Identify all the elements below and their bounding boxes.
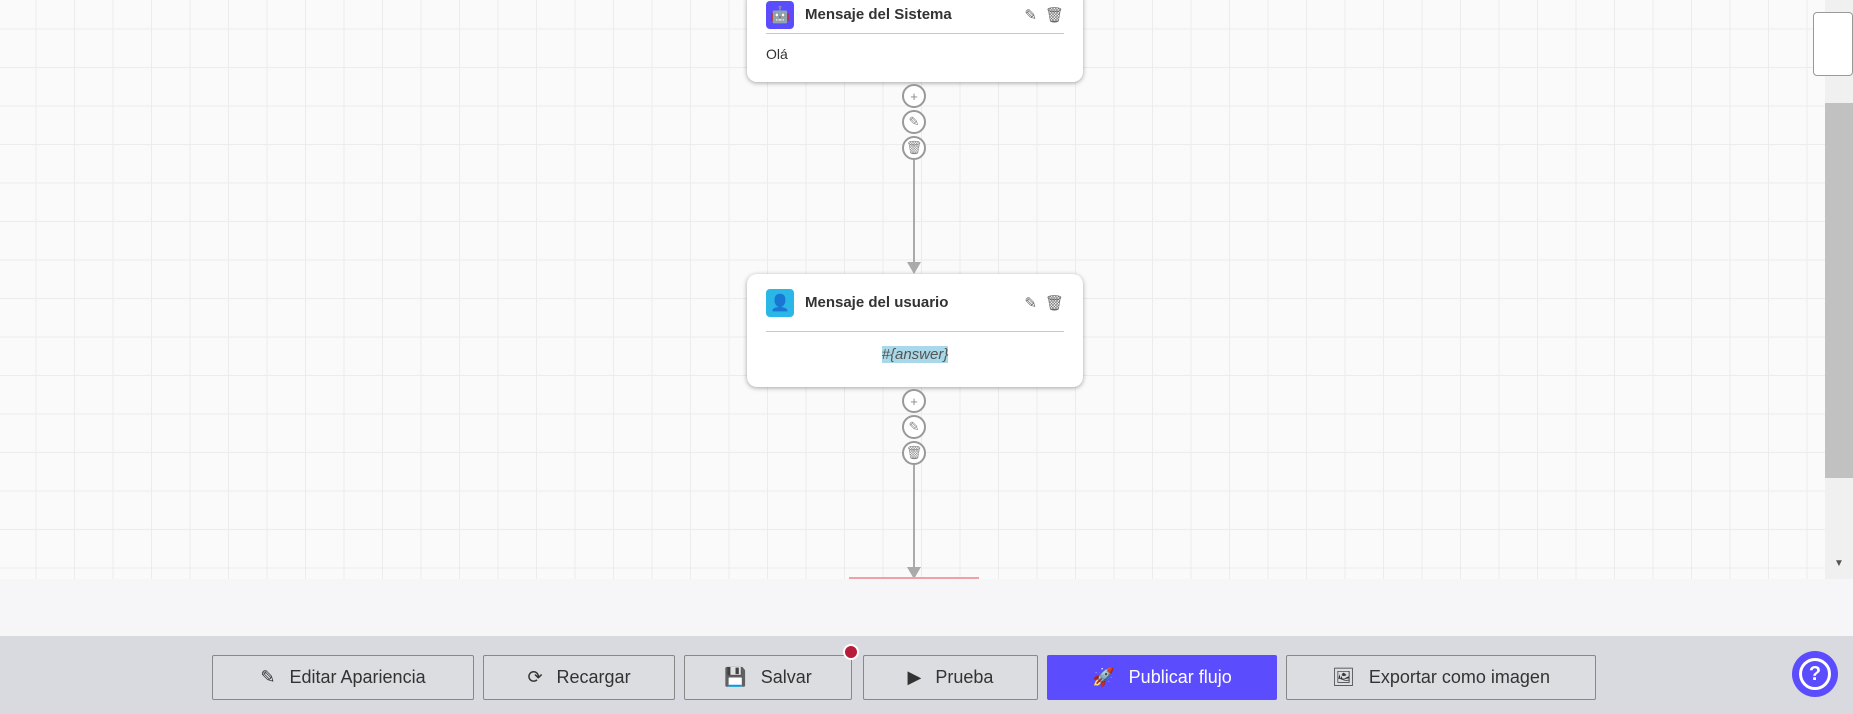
node-system-message[interactable]: 🤖 Mensaje del Sistema ✎ 🗑 Olá — [747, 0, 1083, 82]
rocket-icon: 🚀 — [1092, 667, 1115, 687]
unsaved-indicator — [843, 644, 859, 660]
trash-icon[interactable]: 🗑 — [1044, 6, 1064, 24]
save-button[interactable]: 💾Salvar — [684, 644, 859, 700]
flow-canvas[interactable]: 🤖 Mensaje del Sistema ✎ 🗑 Olá + ✎ 🗑 👤 Me… — [0, 0, 1825, 579]
help-button[interactable]: ? — [1792, 651, 1838, 697]
refresh-icon: ⟳ — [527, 667, 543, 687]
minimap[interactable] — [1813, 12, 1853, 76]
user-icon: 👤 — [766, 288, 794, 317]
add-node-icon[interactable]: + — [902, 84, 926, 108]
arrow-down-icon — [907, 262, 921, 274]
image-icon: 🖼 — [1332, 667, 1355, 687]
test-button[interactable]: ▶Prueba — [863, 655, 1038, 700]
trash-icon[interactable]: 🗑 — [902, 136, 926, 160]
floppy-icon: 💾 — [724, 667, 747, 687]
pencil-icon[interactable]: ✎ — [902, 415, 926, 439]
node-title: Mensaje del usuario — [805, 294, 949, 311]
reload-button[interactable]: ⟳Recargar — [483, 655, 675, 700]
pencil-icon[interactable]: ✎ — [1024, 294, 1037, 312]
trash-icon[interactable]: 🗑 — [1044, 294, 1064, 312]
question-icon: ? — [1799, 658, 1831, 690]
scrollbar-thumb[interactable] — [1825, 103, 1853, 478]
connector-line — [913, 465, 915, 569]
node-user-message[interactable]: 👤 Mensaje del usuario ✎ 🗑 #{answer} — [747, 274, 1083, 387]
pencil-icon[interactable]: ✎ — [1024, 6, 1037, 24]
edit-icon: ✎ — [260, 667, 276, 687]
edit-appearance-button[interactable]: ✎Editar Apariencia — [212, 655, 474, 700]
pencil-icon[interactable]: ✎ — [902, 110, 926, 134]
bottom-toolbar: ✎Editar Apariencia ⟳Recargar 💾Salvar ▶Pr… — [0, 636, 1853, 714]
vertical-scrollbar[interactable]: ▼ — [1813, 0, 1853, 579]
node-title: Mensaje del Sistema — [805, 6, 952, 23]
play-icon: ▶ — [907, 667, 922, 687]
export-image-button[interactable]: 🖼Exportar como imagen — [1286, 655, 1596, 700]
trash-icon[interactable]: 🗑 — [902, 441, 926, 465]
publish-flow-button[interactable]: 🚀Publicar flujo — [1047, 655, 1277, 700]
arrow-down-icon — [907, 567, 921, 579]
add-node-icon[interactable]: + — [902, 389, 926, 413]
node-body: Olá — [766, 46, 788, 62]
robot-icon: 🤖 — [766, 0, 794, 29]
next-node-edge — [849, 577, 979, 579]
connector-line — [913, 160, 915, 262]
scroll-down-icon[interactable]: ▼ — [1834, 558, 1844, 569]
node-body: #{answer} — [881, 346, 949, 363]
